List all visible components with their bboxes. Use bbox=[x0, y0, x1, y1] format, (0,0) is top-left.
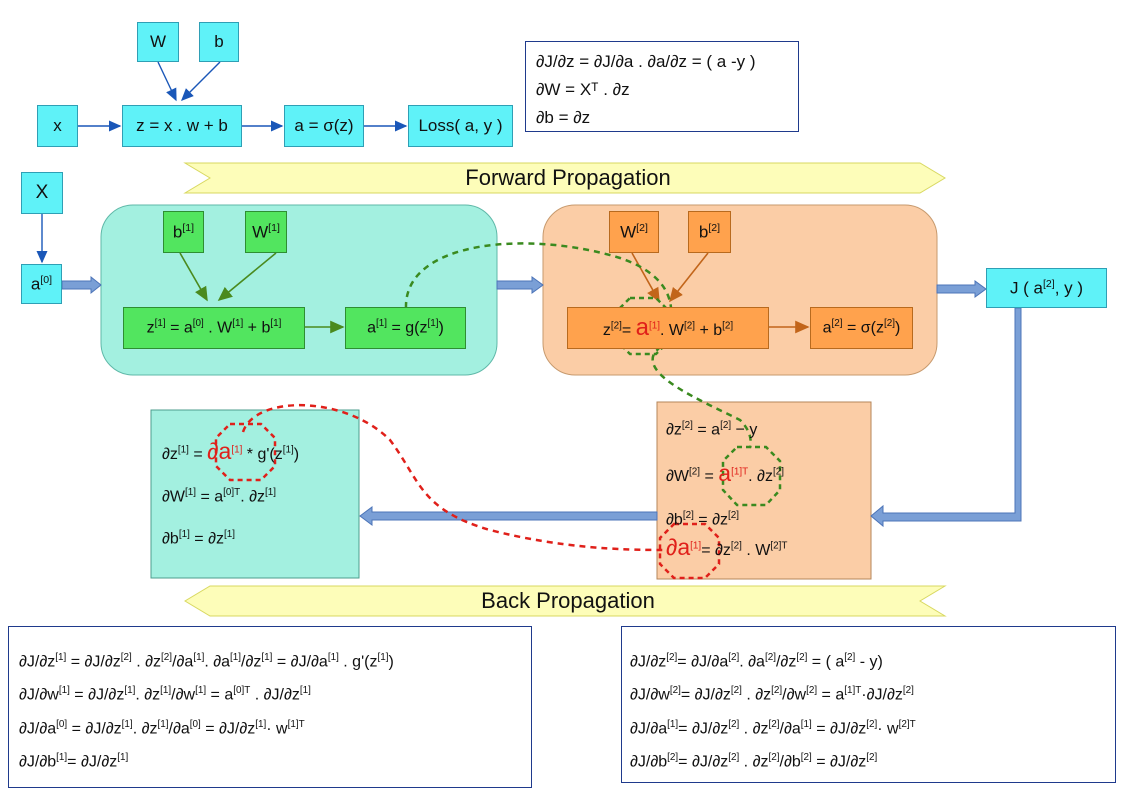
b2-node: b[2] bbox=[688, 211, 731, 253]
br-line-3: ∂J/∂b[2]= ∂J/∂z[2] . ∂z[2]/∂b[2] = ∂J/∂z… bbox=[630, 751, 878, 771]
bl-line-1: ∂J/∂w[1] = ∂J/∂z[1]. ∂z[1]/∂w[1] = a[0]T… bbox=[19, 685, 311, 704]
a2-equation-node: a[2] = σ(z[2]) bbox=[810, 307, 913, 349]
w2-label: W[2] bbox=[620, 221, 648, 242]
bl-line-2: ∂J/∂a[0] = ∂J/∂z[1]. ∂z[1]/∂a[0] = ∂J/∂z… bbox=[19, 718, 305, 737]
a1-equation-label: a[1] = g(z[1]) bbox=[367, 318, 444, 337]
z2-equation-label: z[2]= a[1]. W[2] + b[2] bbox=[602, 314, 734, 341]
a-equation-node: a = σ(z) bbox=[284, 105, 364, 147]
w1-node: W[1] bbox=[245, 211, 287, 253]
forward-propagation-label: Forward Propagation bbox=[465, 165, 671, 190]
a-equation-label: a = σ(z) bbox=[294, 116, 354, 135]
back-propagation-label: Back Propagation bbox=[481, 588, 655, 613]
red-octagon-da1-back2 bbox=[658, 522, 721, 580]
top-eq-line: ∂b = ∂z bbox=[536, 108, 591, 127]
b-node: b bbox=[199, 22, 239, 62]
w-node-label: W bbox=[149, 32, 167, 51]
b1-label: b[1] bbox=[172, 221, 195, 242]
z-equation-node: z = x . w + b bbox=[122, 105, 242, 147]
input-x-label: X bbox=[35, 182, 49, 203]
layer2-panel bbox=[542, 204, 938, 376]
cost-label: J ( a[2], y ) bbox=[1009, 277, 1084, 298]
a2-equation-label: a[2] = σ(z[2]) bbox=[822, 318, 901, 337]
a1-equation-node: a[1] = g(z[1]) bbox=[345, 307, 466, 349]
back1-dz: ∂z[1] = ∂a[1] * g'(z[1]) bbox=[162, 438, 300, 464]
br-line-0: ∂J/∂z[2]= ∂J/∂a[2]. ∂a[2]/∂z[2] = ( a[2]… bbox=[630, 652, 883, 671]
red-dashed-link bbox=[241, 404, 665, 552]
top-gradient-box: ∂J/∂z = ∂J/∂a . ∂a/∂z = ( a -y ) ∂W = Xᵀ… bbox=[525, 41, 799, 132]
b2-label: b[2] bbox=[698, 221, 721, 242]
back-layer1-panel bbox=[150, 409, 360, 579]
green-dashed-link bbox=[404, 242, 752, 449]
back-banner-shape bbox=[184, 585, 947, 617]
x-node: x bbox=[37, 105, 78, 147]
w-node: W bbox=[137, 22, 179, 62]
loss-label: Loss( a, y ) bbox=[418, 116, 503, 135]
bl-line-3: ∂J/∂b[1]= ∂J/∂z[1] bbox=[19, 751, 129, 771]
bl-line-0: ∂J/∂z[1] = ∂J/∂z[2] . ∂z[2]/∂a[1]. ∂a[1]… bbox=[19, 652, 394, 671]
z2-equation-node: z[2]= a[1]. W[2] + b[2] bbox=[567, 307, 769, 349]
top-eq-line: ∂W = Xᵀ . ∂z bbox=[536, 80, 630, 99]
w2-node: W[2] bbox=[609, 211, 659, 253]
loss-node: Loss( a, y ) bbox=[408, 105, 513, 147]
back-layer2-panel bbox=[656, 401, 872, 580]
input-x-node: X bbox=[21, 172, 63, 214]
a0-label: a[0] bbox=[30, 273, 53, 294]
bottom-right-gradient-box: ∂J/∂z[2]= ∂J/∂a[2]. ∂a[2]/∂z[2] = ( a[2]… bbox=[621, 626, 1116, 783]
z1-equation-label: z[1] = a[0] . W[1] + b[1] bbox=[146, 318, 282, 337]
x-node-label: x bbox=[53, 116, 62, 135]
back1-dw: ∂W[1] = a[0]T. ∂z[1] bbox=[162, 487, 277, 506]
forward-banner-shape bbox=[183, 162, 946, 194]
br-line-1: ∂J/∂w[2]= ∂J/∂z[2] . ∂z[2]/∂w[2] = a[1]T… bbox=[630, 685, 914, 704]
z1-equation-node: z[1] = a[0] . W[1] + b[1] bbox=[123, 307, 305, 349]
cost-node: J ( a[2], y ) bbox=[986, 268, 1107, 308]
back2-da: ∂a[1]= ∂z[2] . W[2]T bbox=[666, 534, 788, 560]
b1-node: b[1] bbox=[163, 211, 204, 253]
z-equation-label: z = x . w + b bbox=[136, 116, 228, 135]
a0-node: a[0] bbox=[21, 264, 62, 304]
back2-dz: ∂z[2] = a[2] − y bbox=[666, 420, 758, 439]
back1-db: ∂b[1] = ∂z[1] bbox=[162, 529, 235, 548]
back2-db: ∂b[2] = ∂z[2] bbox=[666, 510, 739, 529]
br-line-2: ∂J/∂a[1]= ∂J/∂z[2] . ∂z[2]/∂a[1] = ∂J/∂z… bbox=[630, 718, 916, 737]
w1-label: W[1] bbox=[252, 221, 280, 242]
layer1-panel bbox=[100, 204, 498, 376]
b-node-label: b bbox=[214, 32, 224, 51]
top-eq-line: ∂J/∂z = ∂J/∂a . ∂a/∂z = ( a -y ) bbox=[536, 52, 756, 71]
red-octagon-da1-back1 bbox=[214, 422, 277, 482]
bottom-left-gradient-box: ∂J/∂z[1] = ∂J/∂z[2] . ∂z[2]/∂a[1]. ∂a[1]… bbox=[8, 626, 532, 788]
back2-dw: ∂W[2] = a[1]T. ∂z[2] bbox=[666, 460, 784, 486]
